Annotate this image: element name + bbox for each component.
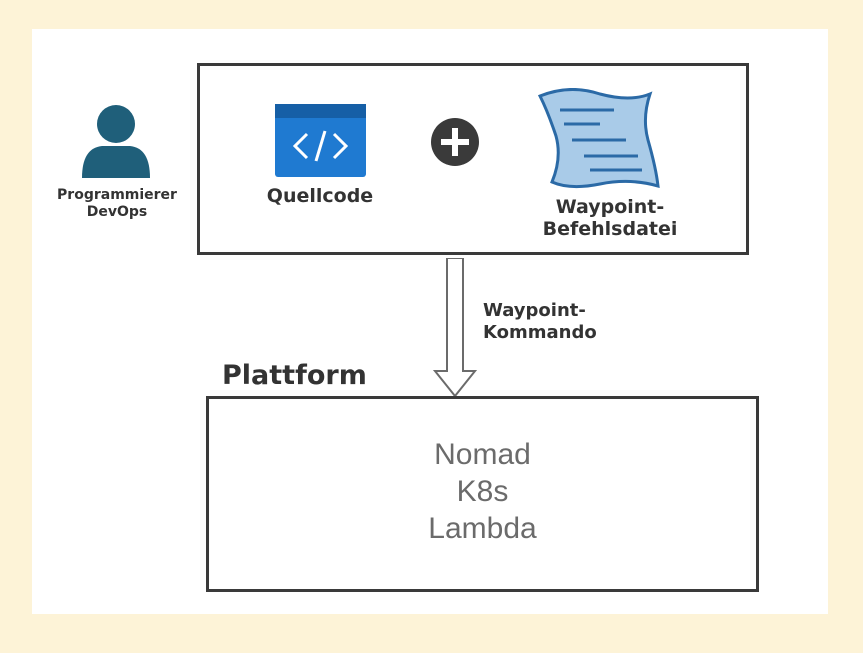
person-label-line1: Programmierer [57,187,177,203]
platform-item-k8s: K8s [456,475,509,508]
person-icon [82,105,150,178]
arrow-label-line2: Kommando [483,322,597,343]
platform-title: Plattform [222,360,367,391]
source-code-label: Quellcode [266,185,374,207]
person-label: Programmierer DevOps [40,187,194,221]
code-icon [275,104,366,177]
down-arrow [432,258,478,398]
command-file-label: Waypoint- Befehlsdatei [515,196,705,240]
arrow-label-line1: Waypoint- [483,300,586,321]
person-label-line2: DevOps [86,204,148,220]
platform-item-nomad: Nomad [434,438,531,471]
document-icon [537,88,660,189]
arrow-label: Waypoint- Kommando [483,300,643,344]
platform-item-lambda: Lambda [428,512,537,545]
platform-box [206,396,759,592]
command-file-label-line1: Waypoint- [555,196,665,218]
plus-icon [431,118,479,166]
platform-list: Nomad K8s Lambda [206,436,759,547]
command-file-label-line2: Befehlsdatei [542,218,678,240]
